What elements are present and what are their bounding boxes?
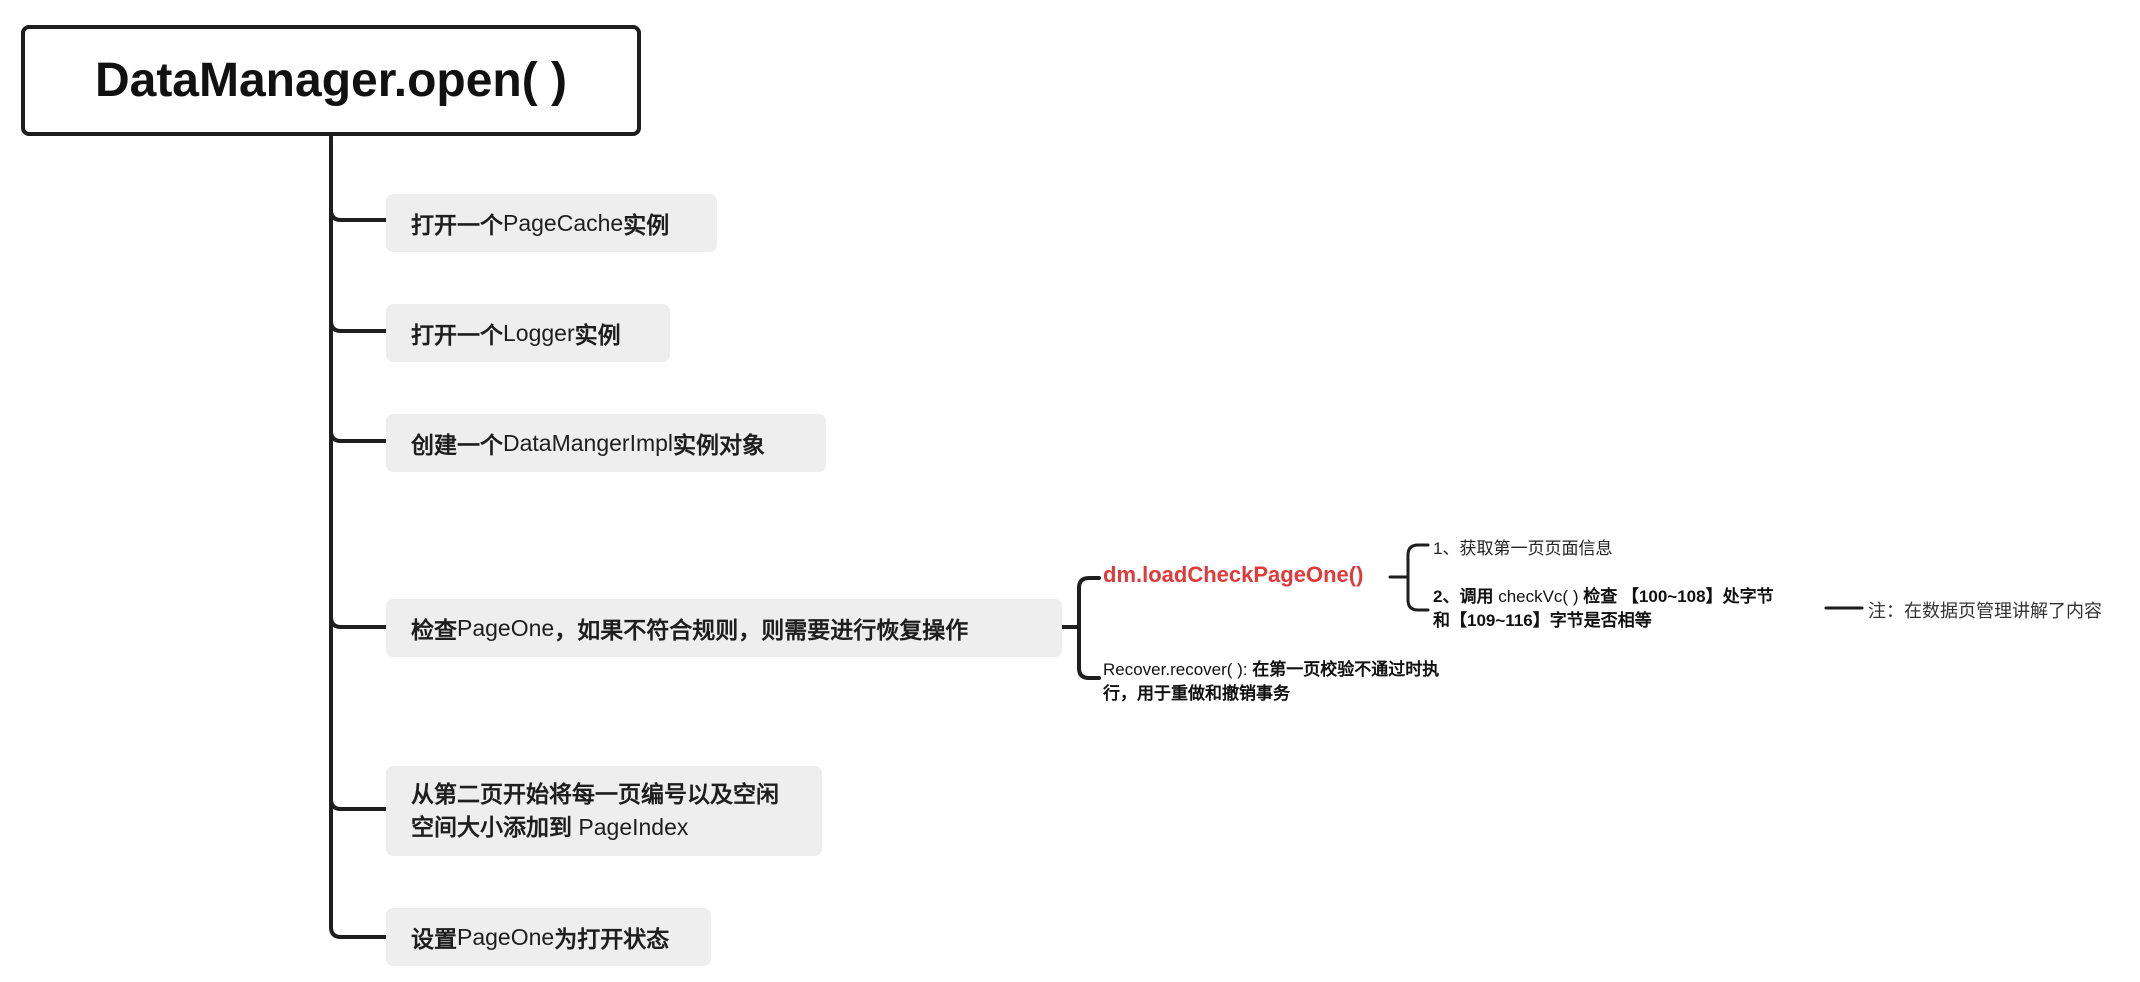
fork-check-top [1077,576,1101,629]
step-create-datamangerimpl: 创建一个 DataMangerImpl 实例对象 [386,414,826,472]
branch-step-5 [329,797,389,811]
step-open-logger: 打开一个 Logger 实例 [386,304,670,362]
step-open-pagecache: 打开一个 PageCache 实例 [386,194,717,252]
fork-load-bottom [1406,575,1430,612]
branch-step-4 [329,615,389,629]
sub-step-checkvc: 2、调用 checkVc( ) 检查 【100~108】处字节 和【109~11… [1433,587,1774,630]
note-label: 注：在数据页管理讲解了内容 [1868,601,2102,621]
root-title: DataManager.open( ) [94,54,568,107]
fork-check-bottom [1077,625,1101,680]
step-add-pageindex: 从第二页开始将每一页编号以及空闲 空间大小添加到 PageIndex [386,766,822,856]
root-node: DataManager.open( ) [21,25,641,136]
sub-step-get-first-page: 1、获取第一页页面信息 [1433,539,1613,558]
fork-load-top [1406,543,1430,579]
load-check-page-one-label: dm.loadCheckPageOne() [1103,562,1364,587]
step-check-pageone: 检查 PageOne，如果不符合规则，则需要进行恢复操作 [386,599,1062,657]
branch-step-1 [329,208,389,222]
recover-label: Recover.recover( ): 在第一页校验不通过时执 行，用于重做和撤… [1103,660,1440,703]
branch-step-3 [329,429,389,443]
trunk-line [329,135,389,939]
branch-step-2 [329,319,389,333]
